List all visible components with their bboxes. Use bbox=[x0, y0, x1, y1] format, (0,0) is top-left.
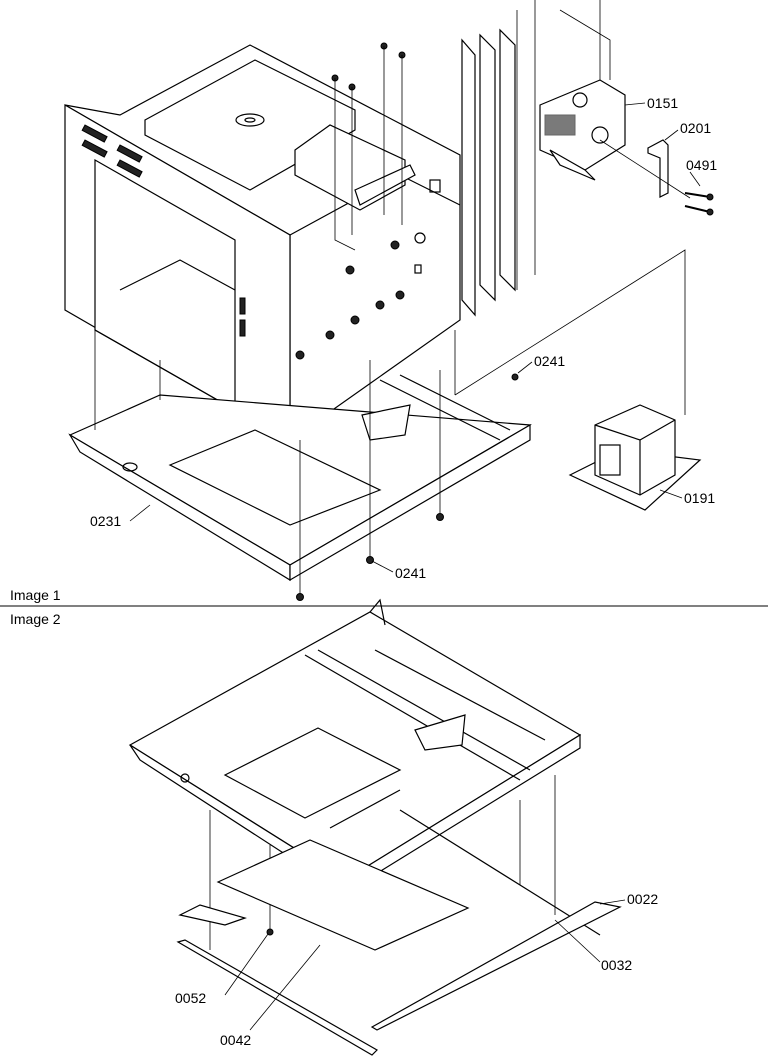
bracket bbox=[647, 139, 669, 198]
callout-0241-bottom: 0241 bbox=[395, 565, 426, 581]
image-1-assembly: 0151 0201 0491 0241 0191 0231 0241 bbox=[64, 0, 717, 601]
callout-0042: 0042 bbox=[220, 1032, 251, 1048]
image-2-assembly: 0022 0032 0052 0042 bbox=[128, 598, 658, 1056]
callout-0491: 0491 bbox=[686, 157, 717, 173]
callout-0201: 0201 bbox=[680, 120, 711, 136]
callout-0241-top: 0241 bbox=[534, 353, 565, 369]
panel-label-image-1: Image 1 bbox=[10, 587, 61, 603]
magnetron bbox=[539, 79, 626, 181]
callout-0052: 0052 bbox=[175, 990, 206, 1006]
callout-0032: 0032 bbox=[601, 957, 632, 973]
callout-0191: 0191 bbox=[684, 490, 715, 506]
transformer bbox=[568, 404, 702, 511]
cover-sheet bbox=[216, 839, 470, 951]
callout-0231: 0231 bbox=[90, 513, 121, 529]
callout-0022: 0022 bbox=[627, 891, 658, 907]
shield-panels bbox=[461, 28, 516, 317]
oven-cavity bbox=[64, 44, 461, 442]
panel-label-image-2: Image 2 bbox=[10, 611, 61, 627]
callout-0151: 0151 bbox=[647, 95, 678, 111]
